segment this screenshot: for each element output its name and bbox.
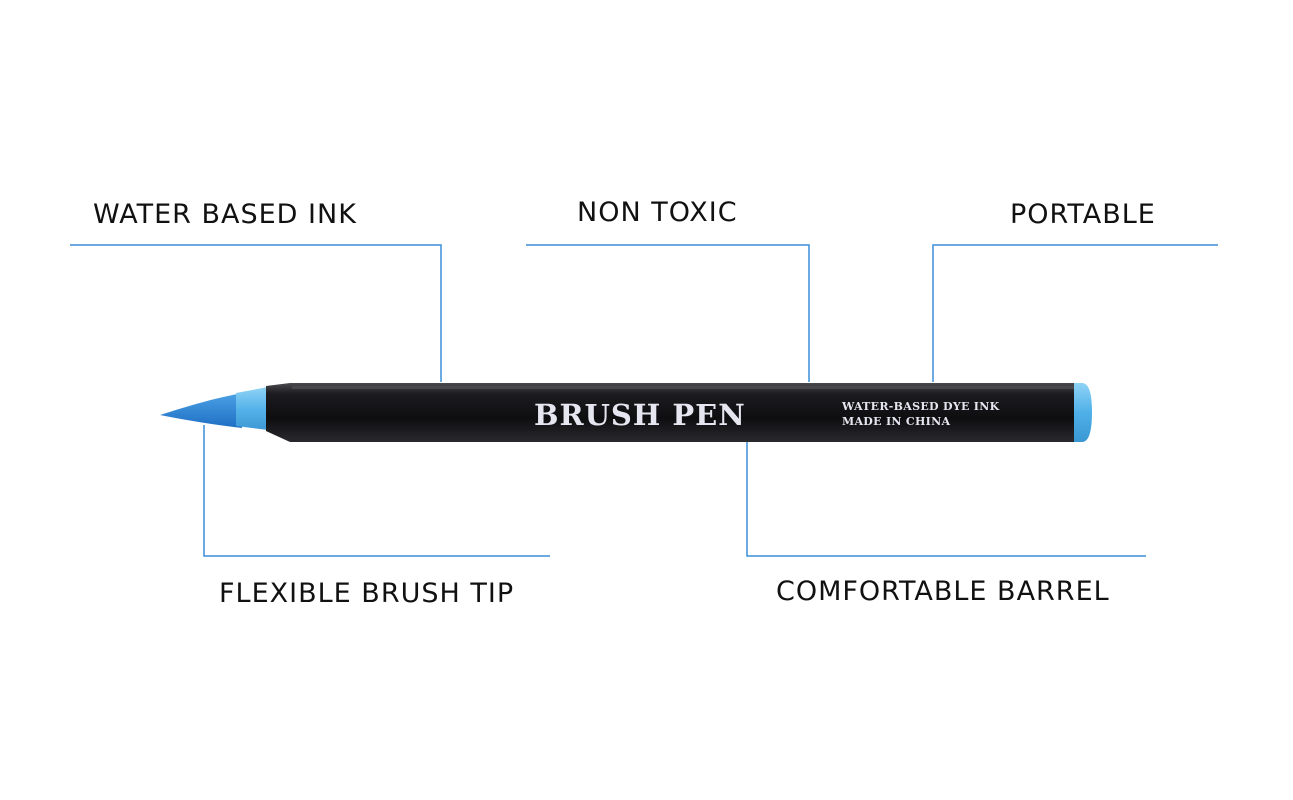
barrel-highlight bbox=[292, 386, 1077, 389]
pen-print-line-2: MADE IN CHINA bbox=[842, 415, 950, 428]
feature-label-non-toxic: NON TOXIC bbox=[577, 197, 738, 228]
feature-label-portable: PORTABLE bbox=[1010, 199, 1156, 230]
pen-barrel-shape bbox=[266, 383, 1080, 442]
callout-line-brush-tip bbox=[203, 425, 550, 557]
callout-lines bbox=[70, 244, 1218, 557]
callout-line-water-based-ink bbox=[70, 244, 442, 382]
feature-label-comfortable-barrel: COMFORTABLE BARREL bbox=[776, 576, 1110, 607]
brush-tip-shape bbox=[160, 394, 242, 428]
callout-line-portable bbox=[932, 244, 1218, 382]
feature-label-water-based-ink: WATER BASED INK bbox=[93, 199, 357, 230]
pen-end-cap-shape bbox=[1074, 383, 1092, 442]
pen-brand-label: BRUSH PEN bbox=[534, 398, 746, 432]
callout-line-barrel bbox=[746, 441, 1146, 557]
callout-line-non-toxic bbox=[526, 244, 810, 382]
feature-label-flexible-brush-tip: FLEXIBLE BRUSH TIP bbox=[219, 578, 515, 609]
pen-print-line-1: WATER-BASED DYE INK bbox=[841, 400, 1000, 413]
pen-collar-shape bbox=[236, 387, 268, 430]
